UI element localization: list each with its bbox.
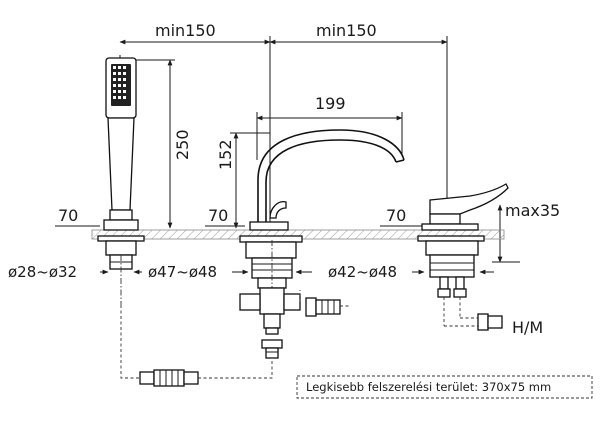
dim-shower-base: 70 xyxy=(58,206,78,225)
dim-top-left: min150 xyxy=(155,21,216,40)
shower-hose-routing xyxy=(120,290,350,387)
spout-diverter-connector xyxy=(239,287,301,335)
dim-spout-height: 152 xyxy=(216,139,235,170)
spout-reach-dimension xyxy=(256,112,403,160)
label-hot-cold: H/M xyxy=(512,318,543,337)
hand-shower xyxy=(97,57,145,270)
mixer-supply-lines xyxy=(443,297,503,331)
dim-mixer-hole: ø42~ø48 xyxy=(328,263,397,281)
top-dimension-lines xyxy=(119,36,448,228)
hose-connector-right xyxy=(305,297,341,317)
dim-deck-max: max35 xyxy=(505,201,560,220)
installation-note: Legkisebb felszerelési terület: 370x75 m… xyxy=(306,380,551,394)
mixer-valve xyxy=(417,183,509,298)
dim-spout-base: 70 xyxy=(208,206,228,225)
hand-shower-height-dimension xyxy=(136,59,175,229)
spout-lower-fitting xyxy=(261,339,283,359)
dim-top-right: min150 xyxy=(316,21,377,40)
installation-note-box xyxy=(296,375,593,399)
dim-mixer-base: 70 xyxy=(386,206,406,225)
dim-spout-reach: 199 xyxy=(315,94,346,113)
dim-hand-shower-height: 250 xyxy=(173,129,192,160)
dim-shower-hole: ø28~ø32 xyxy=(8,263,77,281)
dim-spout-hole: ø47~ø48 xyxy=(148,263,217,281)
spout-height-dimension xyxy=(230,132,270,229)
